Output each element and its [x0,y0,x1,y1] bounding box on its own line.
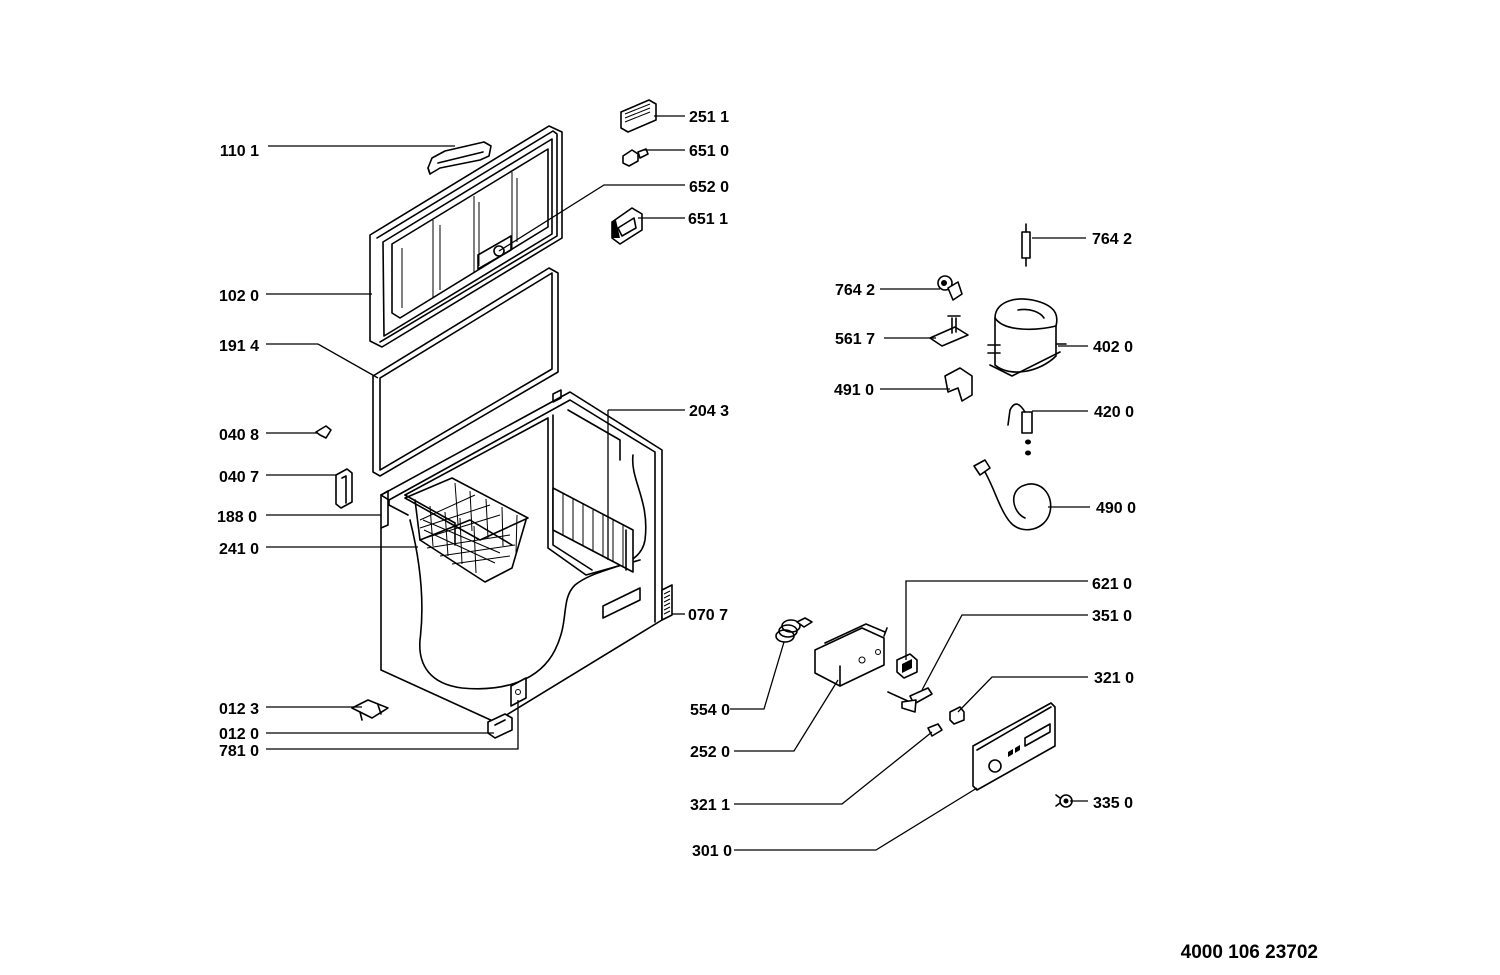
lid-handle-drawing [427,141,492,175]
compressor-4020-drawing [987,298,1067,377]
part-label-0408: 040 8 [219,427,259,444]
clip-0123-drawing [351,699,389,721]
part-label-1880: 188 0 [217,509,257,526]
lid-drawing [369,125,563,348]
drier-7642-drawing [1021,223,1031,267]
label-3510: 351 0 [1092,608,1132,625]
knob-3350-drawing [1055,794,1073,808]
part-label-6511: 651 1 [688,211,728,228]
label-3350: 335 0 [1093,795,1133,812]
switch-3210-drawing [949,706,965,725]
hinge-0407-drawing [335,468,353,509]
control-panel-3010-drawing [972,702,1056,791]
thermostat-box-2520-drawing [814,623,888,687]
lamp-cover-2511-drawing [620,99,657,133]
lamp-6510-drawing [622,148,649,167]
relay-6140-drawing [937,275,963,301]
part-label-4910: 491 0 [834,382,874,399]
label-3210: 321 0 [1094,670,1134,687]
part-label-5540: 554 0 [690,702,730,719]
label-4900: 490 0 [1096,500,1136,517]
lamp-holder-3510-drawing [887,687,933,713]
part-label-1101: 110 1 [220,143,259,160]
part-label-6520: 652 0 [689,179,729,196]
part-label-2043: 204 3 [689,403,729,420]
grille-drawing [661,584,673,621]
part-label-0407: 040 7 [219,469,259,486]
part-label-1020: 102 0 [219,288,259,305]
part-label-2410: 241 0 [219,541,259,558]
part-label-2511: 251 1 [689,109,729,126]
gasket-drawing [372,267,559,477]
part-label-7810: 781 0 [219,743,259,760]
part-label-6510: 651 0 [689,143,729,160]
part-label-1914: 191 4 [219,338,259,355]
foot-0120-drawing [487,713,513,739]
spring-5540-drawing [775,617,813,643]
hinge-7810-drawing [510,677,527,707]
basket-drawing [404,477,529,583]
capacitor-4200-drawing [1007,403,1033,456]
part-label-0707: 070 7 [688,607,728,624]
leader-lines [266,115,1090,851]
label-6210: 621 0 [1092,576,1132,593]
cabinet-drawing [380,389,663,723]
label-4200: 420 0 [1094,404,1134,421]
right-labels: 764 2 402 0 420 0 490 0 621 0 351 0 321 … [1092,231,1136,812]
part-label-3010: 301 0 [692,843,732,860]
overload-5617-drawing [929,315,969,347]
part-label-0123: 012 3 [219,701,259,718]
part-label-6140: 764 2 [835,282,875,299]
divider-drawing [552,487,634,573]
thermostat-6210-drawing [896,653,918,679]
part-label-5617: 561 7 [835,331,875,348]
part-labels: 110 1 102 0 191 4 040 8 040 7 188 0 241 … [217,109,875,860]
label-7642: 764 2 [1092,231,1132,248]
lamp-housing-6511-drawing [611,207,643,245]
part-label-3211: 321 1 [690,797,730,814]
cover-4910-drawing [944,367,973,402]
document-number: 4000 106 23702 [1181,942,1318,963]
part-label-2520: 252 0 [690,744,730,761]
label-4020: 402 0 [1093,339,1133,356]
part-label-0120: 012 0 [219,726,259,743]
clip-0408-drawing [315,425,332,439]
power-cord-4900-drawing [973,459,1052,531]
